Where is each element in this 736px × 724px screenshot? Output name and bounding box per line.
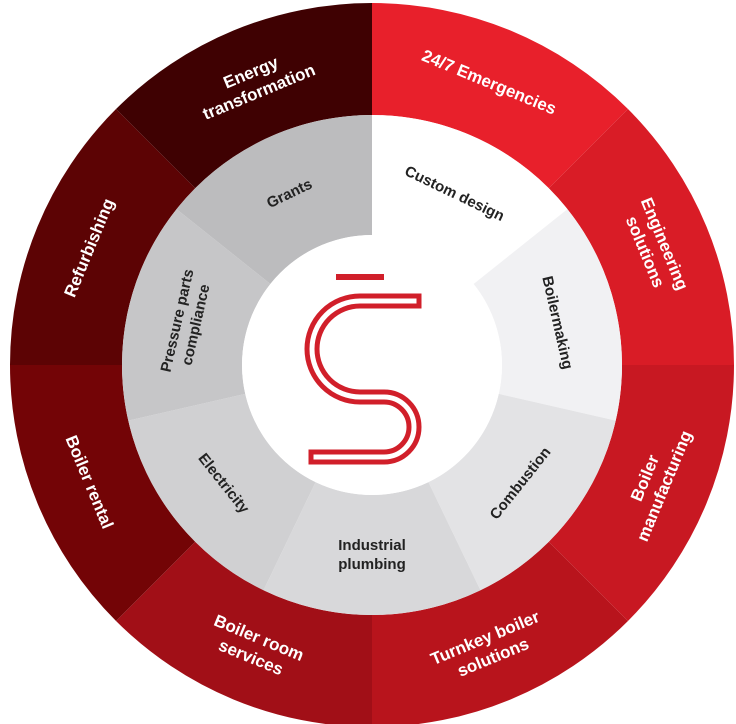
inner-label-line: plumbing: [338, 556, 406, 573]
s-logo-icon: [304, 274, 422, 465]
inner-segment-combustion: [428, 393, 616, 591]
inner-segment-boilermaking: [473, 209, 623, 421]
outer-segment-energy-transformation: [116, 3, 372, 189]
inner-segment-electricity: [128, 393, 316, 591]
inner-segment-industrial-plumbing: [263, 482, 481, 615]
outer-segment-engineering-solutions: [548, 109, 734, 365]
inner-label-industrial-plumbing: Industrial plumbing: [338, 537, 406, 573]
outer-segment-boiler-room-services: [116, 541, 372, 724]
center-disc: [242, 235, 502, 495]
outer-segment-24-7-emergencies: [372, 3, 628, 189]
outer-segment-turnkey-boiler-solutions: [372, 541, 628, 724]
inner-segment-grants: [176, 115, 372, 284]
inner-label-line: Industrial: [338, 537, 406, 554]
outer-segment-boiler-manufacturing: [548, 365, 734, 621]
outer-segment-refurbishing: [10, 109, 196, 365]
inner-segment-custom-design: [372, 115, 568, 284]
outer-segment-boiler-rental: [10, 365, 196, 621]
inner-segment-pressure-parts-compliance: [122, 209, 271, 421]
